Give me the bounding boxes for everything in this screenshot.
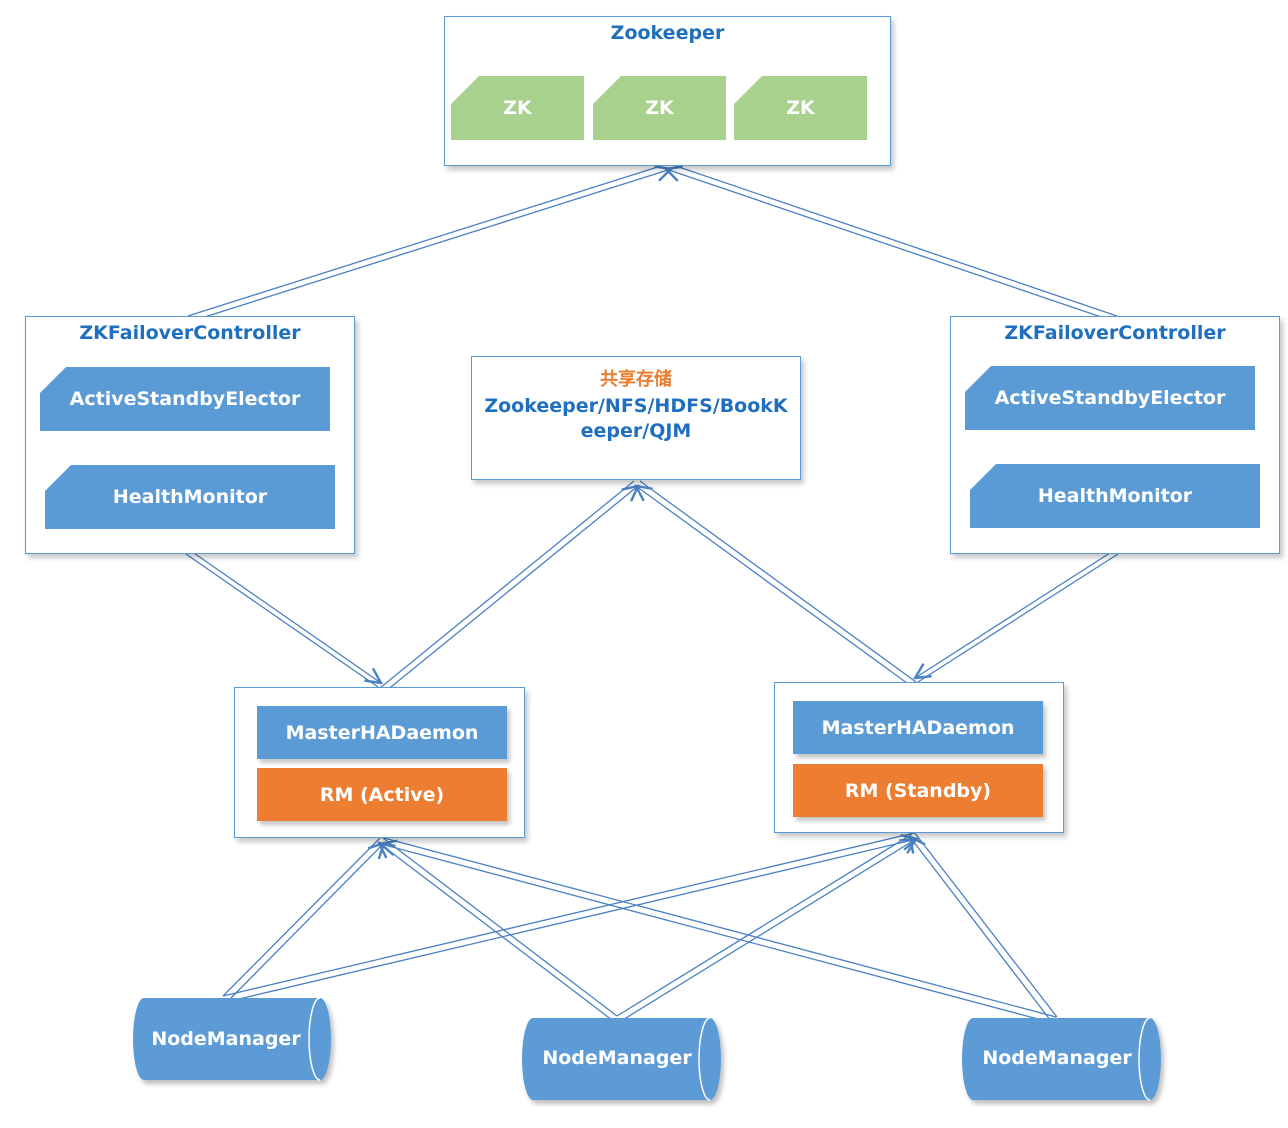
zkfc-right-title: ZKFailoverController [1004, 322, 1226, 344]
zkfc-left-box: ZKFailoverController ActiveStandbyElecto… [25, 316, 355, 554]
shared-storage-line-1: Zookeeper/NFS/HDFS/BookK [484, 395, 788, 417]
edge-nm3-to-rm-active [381, 837, 1057, 1024]
node-manager-cylinder-2 [522, 1017, 721, 1101]
edge-nm2-to-rm-standby [616, 833, 916, 1022]
zookeeper-box: Zookeeper ZK ZK ZK [444, 16, 891, 166]
zk-node-2: ZK [593, 76, 726, 140]
zkfc-right-box: ZKFailoverController ActiveStandbyElecto… [950, 316, 1280, 554]
shared-storage-box: 共享存储 Zookeeper/NFS/HDFS/BookK eeper/QJM [471, 356, 801, 480]
rm-active-box: MasterHADaemon RM (Active) [234, 687, 525, 838]
edge-nm1-to-rm-active [222, 837, 384, 1002]
active-standby-elector-right: ActiveStandbyElector [965, 366, 1255, 430]
zk-node-3: ZK [734, 76, 867, 140]
zookeeper-title: Zookeeper [610, 22, 725, 44]
active-standby-elector-left: ActiveStandbyElector [40, 367, 330, 431]
zk-node-1: ZK [451, 76, 584, 140]
master-ha-daemon-standby: MasterHADaemon [793, 701, 1043, 754]
shared-storage-title: 共享存储 [600, 369, 672, 390]
edge-rm-active-to-storage [379, 480, 638, 692]
master-ha-daemon-active: MasterHADaemon [257, 706, 507, 759]
edge-nm1-to-rm-standby [222, 832, 917, 1003]
rm-standby-role: RM (Standby) [793, 764, 1043, 817]
edge-zkfc-right-to-zookeeper [666, 163, 1118, 322]
rm-active-role: RM (Active) [257, 768, 507, 821]
node-manager-label-3: NodeManager [982, 1047, 1132, 1069]
health-monitor-left: HealthMonitor [45, 465, 335, 529]
edge-nm3-to-rm-standby [910, 831, 1058, 1022]
rm-standby-box: MasterHADaemon RM (Standby) [774, 682, 1064, 833]
node-manager-cylinder-1 [133, 997, 331, 1081]
zkfc-left-title: ZKFailoverController [79, 322, 301, 344]
edge-rm-standby-to-storage [636, 480, 917, 687]
edge-zkfc-left-to-zookeeper [187, 163, 671, 322]
health-monitor-right: HealthMonitor [970, 464, 1260, 528]
edge-zkfc-right-to-rm-standby [915, 550, 1119, 683]
node-manager-label-2: NodeManager [542, 1047, 692, 1069]
node-manager-cylinder-3 [962, 1017, 1161, 1101]
node-manager-label-1: NodeManager [151, 1028, 301, 1050]
edge-nm2-to-rm-active [379, 837, 618, 1021]
shared-storage-line-2: eeper/QJM [580, 420, 692, 442]
edge-zkfc-left-to-rm-active [185, 550, 381, 688]
